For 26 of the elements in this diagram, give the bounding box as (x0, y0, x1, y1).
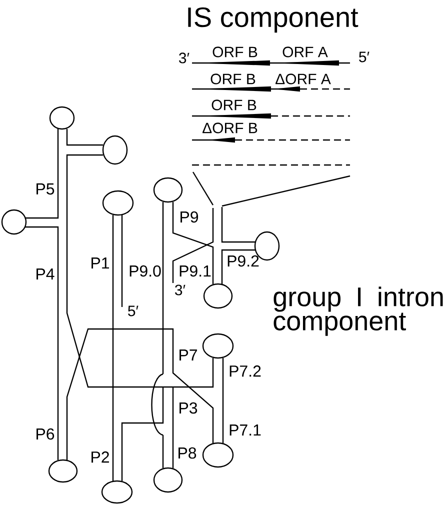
helix-label: P4 (36, 268, 54, 280)
heading: group I intron component (274, 286, 443, 336)
helix-label: P5 (36, 183, 54, 195)
helix-label: P9.1 (180, 265, 211, 277)
orf-label: ORF B (212, 100, 256, 110)
helix-label: P7 (180, 350, 197, 360)
helix-label: P2 (92, 451, 109, 463)
helix-label: P3 (180, 402, 198, 414)
orf-label: ΔORF A (276, 74, 331, 84)
orf-label: ORF A (282, 46, 328, 58)
end-label: 5′ (128, 306, 138, 316)
end-label: 3′ (179, 52, 190, 64)
helix-label: P9 (180, 211, 198, 223)
orf-label: ΔORF B (202, 122, 258, 134)
helix-label: P9.0 (130, 265, 161, 277)
heading: IS component (188, 7, 358, 33)
orf-label: ORF B (212, 46, 258, 58)
end-label: 3′ (175, 284, 186, 296)
helix-label: P6 (36, 428, 54, 440)
end-label: 5′ (359, 52, 370, 62)
helix-label: P7.2 (230, 365, 261, 377)
helix-label: P8 (178, 447, 196, 459)
orf-label: ORF B (210, 74, 256, 84)
helix-label: P1 (92, 258, 109, 268)
helix-label: P9.2 (228, 255, 259, 267)
helix-label: P7.1 (230, 424, 261, 436)
